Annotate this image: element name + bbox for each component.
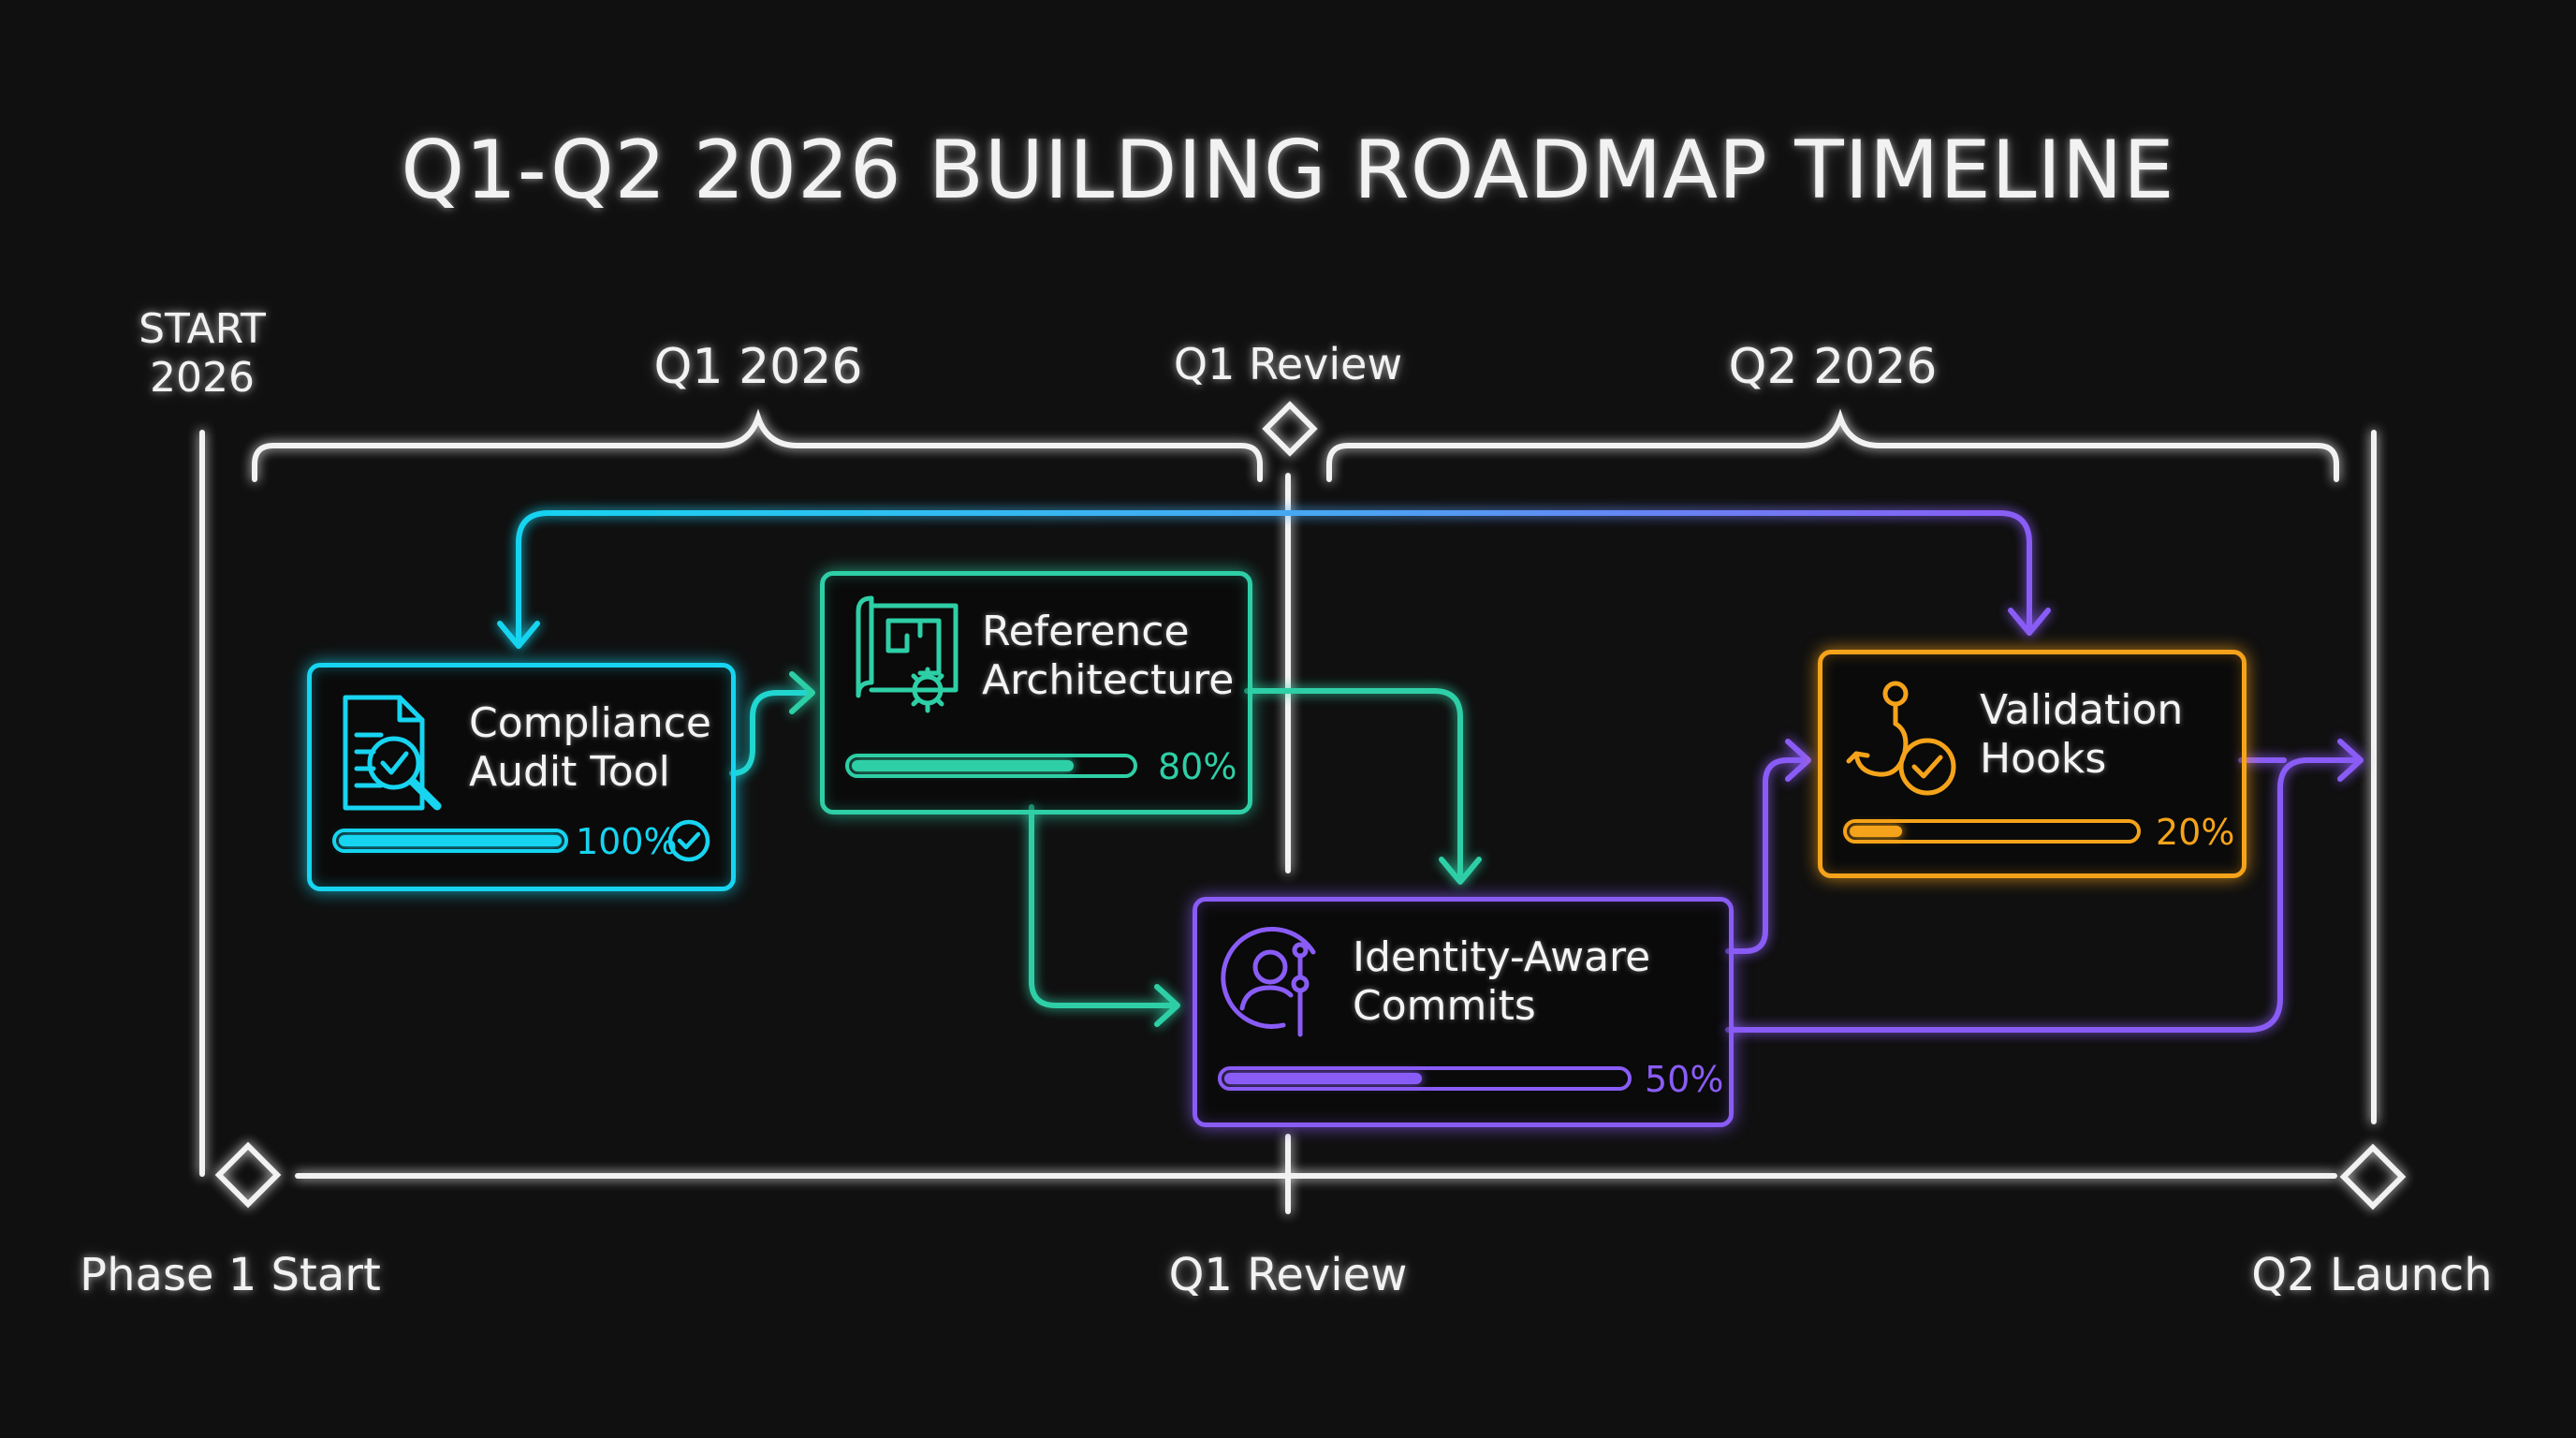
progress-percent: 100% xyxy=(576,821,678,862)
q1-review-diamond xyxy=(1262,401,1318,457)
task-name: Reference Architecture xyxy=(982,608,1235,704)
timeline-axis xyxy=(199,401,2407,1214)
arrowhead-to-compliance xyxy=(497,621,540,649)
check-circle-icon xyxy=(666,817,712,868)
task-card-reference-architecture[interactable]: Reference Architecture 80% xyxy=(820,571,1252,814)
q2-launch-diamond xyxy=(2339,1143,2407,1211)
start-2026-label: START 2026 xyxy=(139,305,266,402)
progress-percent: 50% xyxy=(1645,1059,1724,1100)
connector-architecture-to-identity xyxy=(1244,688,1463,883)
q2-bracket xyxy=(1326,408,2339,482)
q2-launch-label: Q2 Launch xyxy=(2251,1249,2493,1301)
progress-bar-track xyxy=(1843,819,2141,844)
blueprint-gear-icon xyxy=(845,593,967,727)
arrowhead-to-architecture xyxy=(789,671,815,714)
task-name: Compliance Audit Tool xyxy=(469,699,711,796)
q1-review-bottom-label: Q1 Review xyxy=(1168,1249,1408,1301)
arrowhead-to-validation-side xyxy=(1785,739,1811,782)
progress-percent: 80% xyxy=(1158,746,1237,787)
task-name: Validation Hooks xyxy=(1980,686,2184,783)
task-card-validation-hooks[interactable]: Validation Hooks 20% xyxy=(1818,650,2247,878)
connector-compliance-to-architecture xyxy=(729,690,810,776)
hook-check-icon xyxy=(1843,673,1974,808)
dependency-connectors xyxy=(497,510,2364,1033)
arrowhead-to-identity-side xyxy=(1154,984,1180,1027)
progress-bar-fill xyxy=(339,835,562,846)
progress-percent: 20% xyxy=(2156,812,2235,853)
arrowhead-to-identity-top xyxy=(1439,857,1482,885)
connector-identity-to-validation xyxy=(1725,757,1808,954)
progress-bar-fill xyxy=(852,760,1075,771)
user-commit-icon xyxy=(1218,918,1339,1044)
q1-2026-label: Q1 2026 xyxy=(653,339,863,395)
task-card-compliance-audit-tool[interactable]: Compliance Audit Tool 100% xyxy=(307,663,736,891)
connector-architecture-to-identity-side xyxy=(1029,804,1178,1008)
phase1-diamond xyxy=(214,1141,282,1209)
q1-bracket xyxy=(252,408,1263,482)
document-search-icon xyxy=(332,690,454,834)
progress-bar-track xyxy=(332,829,568,853)
connector-top-loop xyxy=(516,510,2032,649)
task-name: Identity-Aware Commits xyxy=(1353,933,1651,1030)
progress-bar-fill xyxy=(1850,826,1902,837)
progress-bar-track xyxy=(1218,1066,1632,1091)
task-card-identity-aware-commits[interactable]: Identity-Aware Commits 50% xyxy=(1193,897,1734,1127)
q1-review-top-label: Q1 Review xyxy=(1173,339,1403,389)
connector-identity-to-launch xyxy=(1725,757,2364,1033)
progress-bar-track xyxy=(845,754,1137,778)
arrowhead-to-launch xyxy=(2337,739,2364,782)
phase1-start-label: Phase 1 Start xyxy=(80,1249,381,1301)
progress-bar-fill xyxy=(1224,1073,1422,1084)
q2-2026-label: Q2 2026 xyxy=(1728,339,1938,395)
arrowhead-to-validation xyxy=(2008,608,2051,636)
page-title: Q1-Q2 2026 BUILDING ROADMAP TIMELINE xyxy=(401,124,2175,217)
